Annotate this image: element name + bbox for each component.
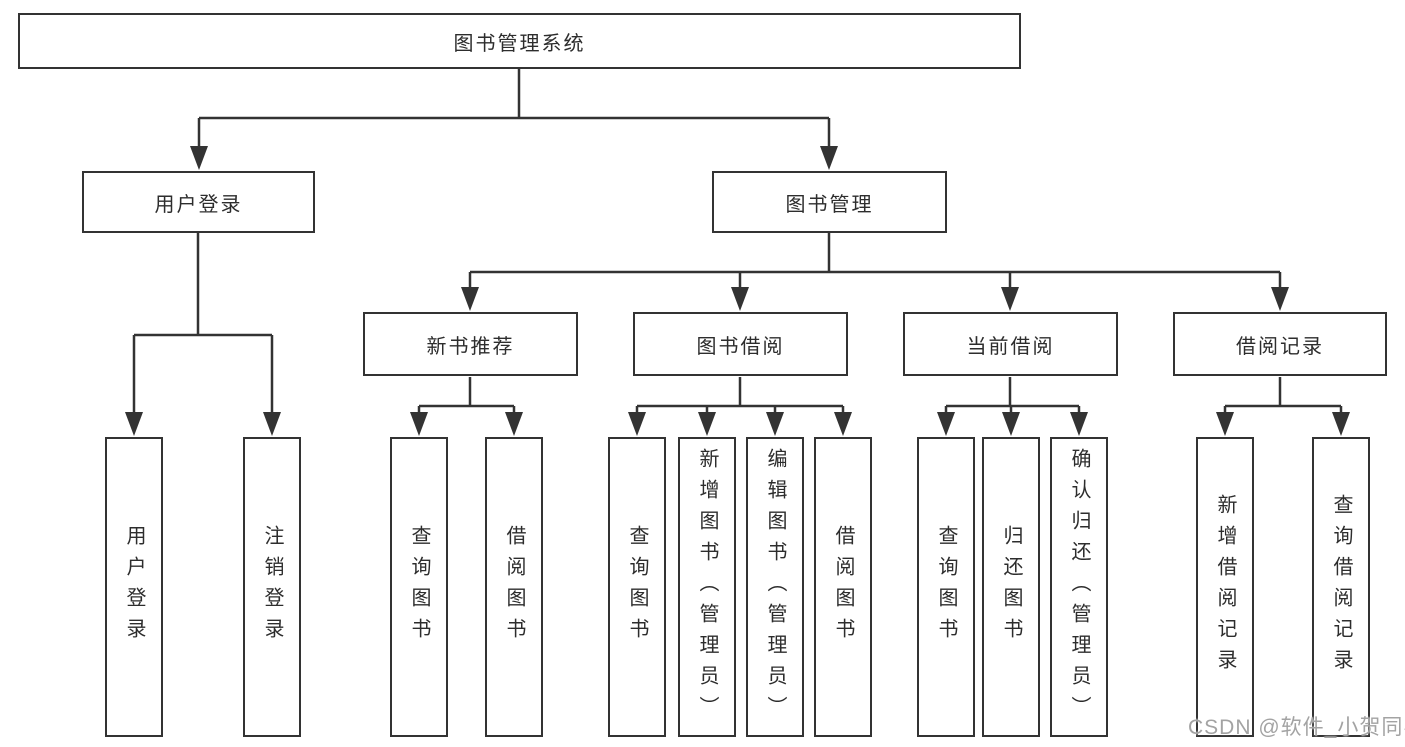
node-leaf-logout: 注销登录 xyxy=(243,437,301,737)
node-leaf-add-book-admin-label: 新增图书（管理员） xyxy=(696,447,718,727)
node-new-book-recommend-label: 新书推荐 xyxy=(426,335,515,358)
node-leaf-query-books-borrow: 查询图书 xyxy=(608,437,666,737)
node-leaf-borrow-books-label: 借阅图书 xyxy=(832,525,854,649)
node-leaf-query-books-borrow-label: 查询图书 xyxy=(626,525,648,649)
node-user-login-branch-label: 用户登录 xyxy=(154,193,243,216)
node-leaf-add-borrow-record-label: 新增借阅记录 xyxy=(1214,494,1236,680)
node-user-login-branch: 用户登录 xyxy=(82,171,315,233)
node-new-book-recommend: 新书推荐 xyxy=(363,312,578,376)
node-leaf-query-borrow-record: 查询借阅记录 xyxy=(1312,437,1370,737)
node-borrow-records-label: 借阅记录 xyxy=(1236,335,1324,358)
node-leaf-edit-book-admin-label: 编辑图书（管理员） xyxy=(764,447,786,727)
node-root-label: 图书管理系统 xyxy=(453,32,586,55)
node-leaf-user-login-label: 用户登录 xyxy=(123,525,145,649)
node-leaf-edit-book-admin: 编辑图书（管理员） xyxy=(746,437,804,737)
node-current-borrow: 当前借阅 xyxy=(903,312,1118,376)
node-book-borrow-label: 图书借阅 xyxy=(696,335,785,358)
node-book-management: 图书管理 xyxy=(712,171,947,233)
node-leaf-confirm-return-admin-label: 确认归还（管理员） xyxy=(1068,447,1090,727)
node-leaf-query-borrow-record-label: 查询借阅记录 xyxy=(1330,494,1352,680)
node-root: 图书管理系统 xyxy=(18,13,1021,69)
node-leaf-query-books-current: 查询图书 xyxy=(917,437,975,737)
node-leaf-query-books-recommend-label: 查询图书 xyxy=(408,525,430,649)
node-leaf-logout-label: 注销登录 xyxy=(261,525,283,649)
node-leaf-return-book: 归还图书 xyxy=(982,437,1040,737)
node-leaf-confirm-return-admin: 确认归还（管理员） xyxy=(1050,437,1108,737)
node-leaf-borrow-books-recommend: 借阅图书 xyxy=(485,437,543,737)
node-leaf-return-book-label: 归还图书 xyxy=(1000,525,1022,649)
node-leaf-query-books-recommend: 查询图书 xyxy=(390,437,448,737)
node-leaf-user-login: 用户登录 xyxy=(105,437,163,737)
node-current-borrow-label: 当前借阅 xyxy=(966,335,1055,358)
node-leaf-query-books-current-label: 查询图书 xyxy=(935,525,957,649)
node-leaf-borrow-books: 借阅图书 xyxy=(814,437,872,737)
node-leaf-borrow-books-recommend-label: 借阅图书 xyxy=(503,525,525,649)
node-leaf-add-book-admin: 新增图书（管理员） xyxy=(678,437,736,737)
node-book-management-label: 图书管理 xyxy=(785,193,874,216)
node-borrow-records: 借阅记录 xyxy=(1173,312,1387,376)
node-book-borrow: 图书借阅 xyxy=(633,312,848,376)
node-leaf-add-borrow-record: 新增借阅记录 xyxy=(1196,437,1254,737)
